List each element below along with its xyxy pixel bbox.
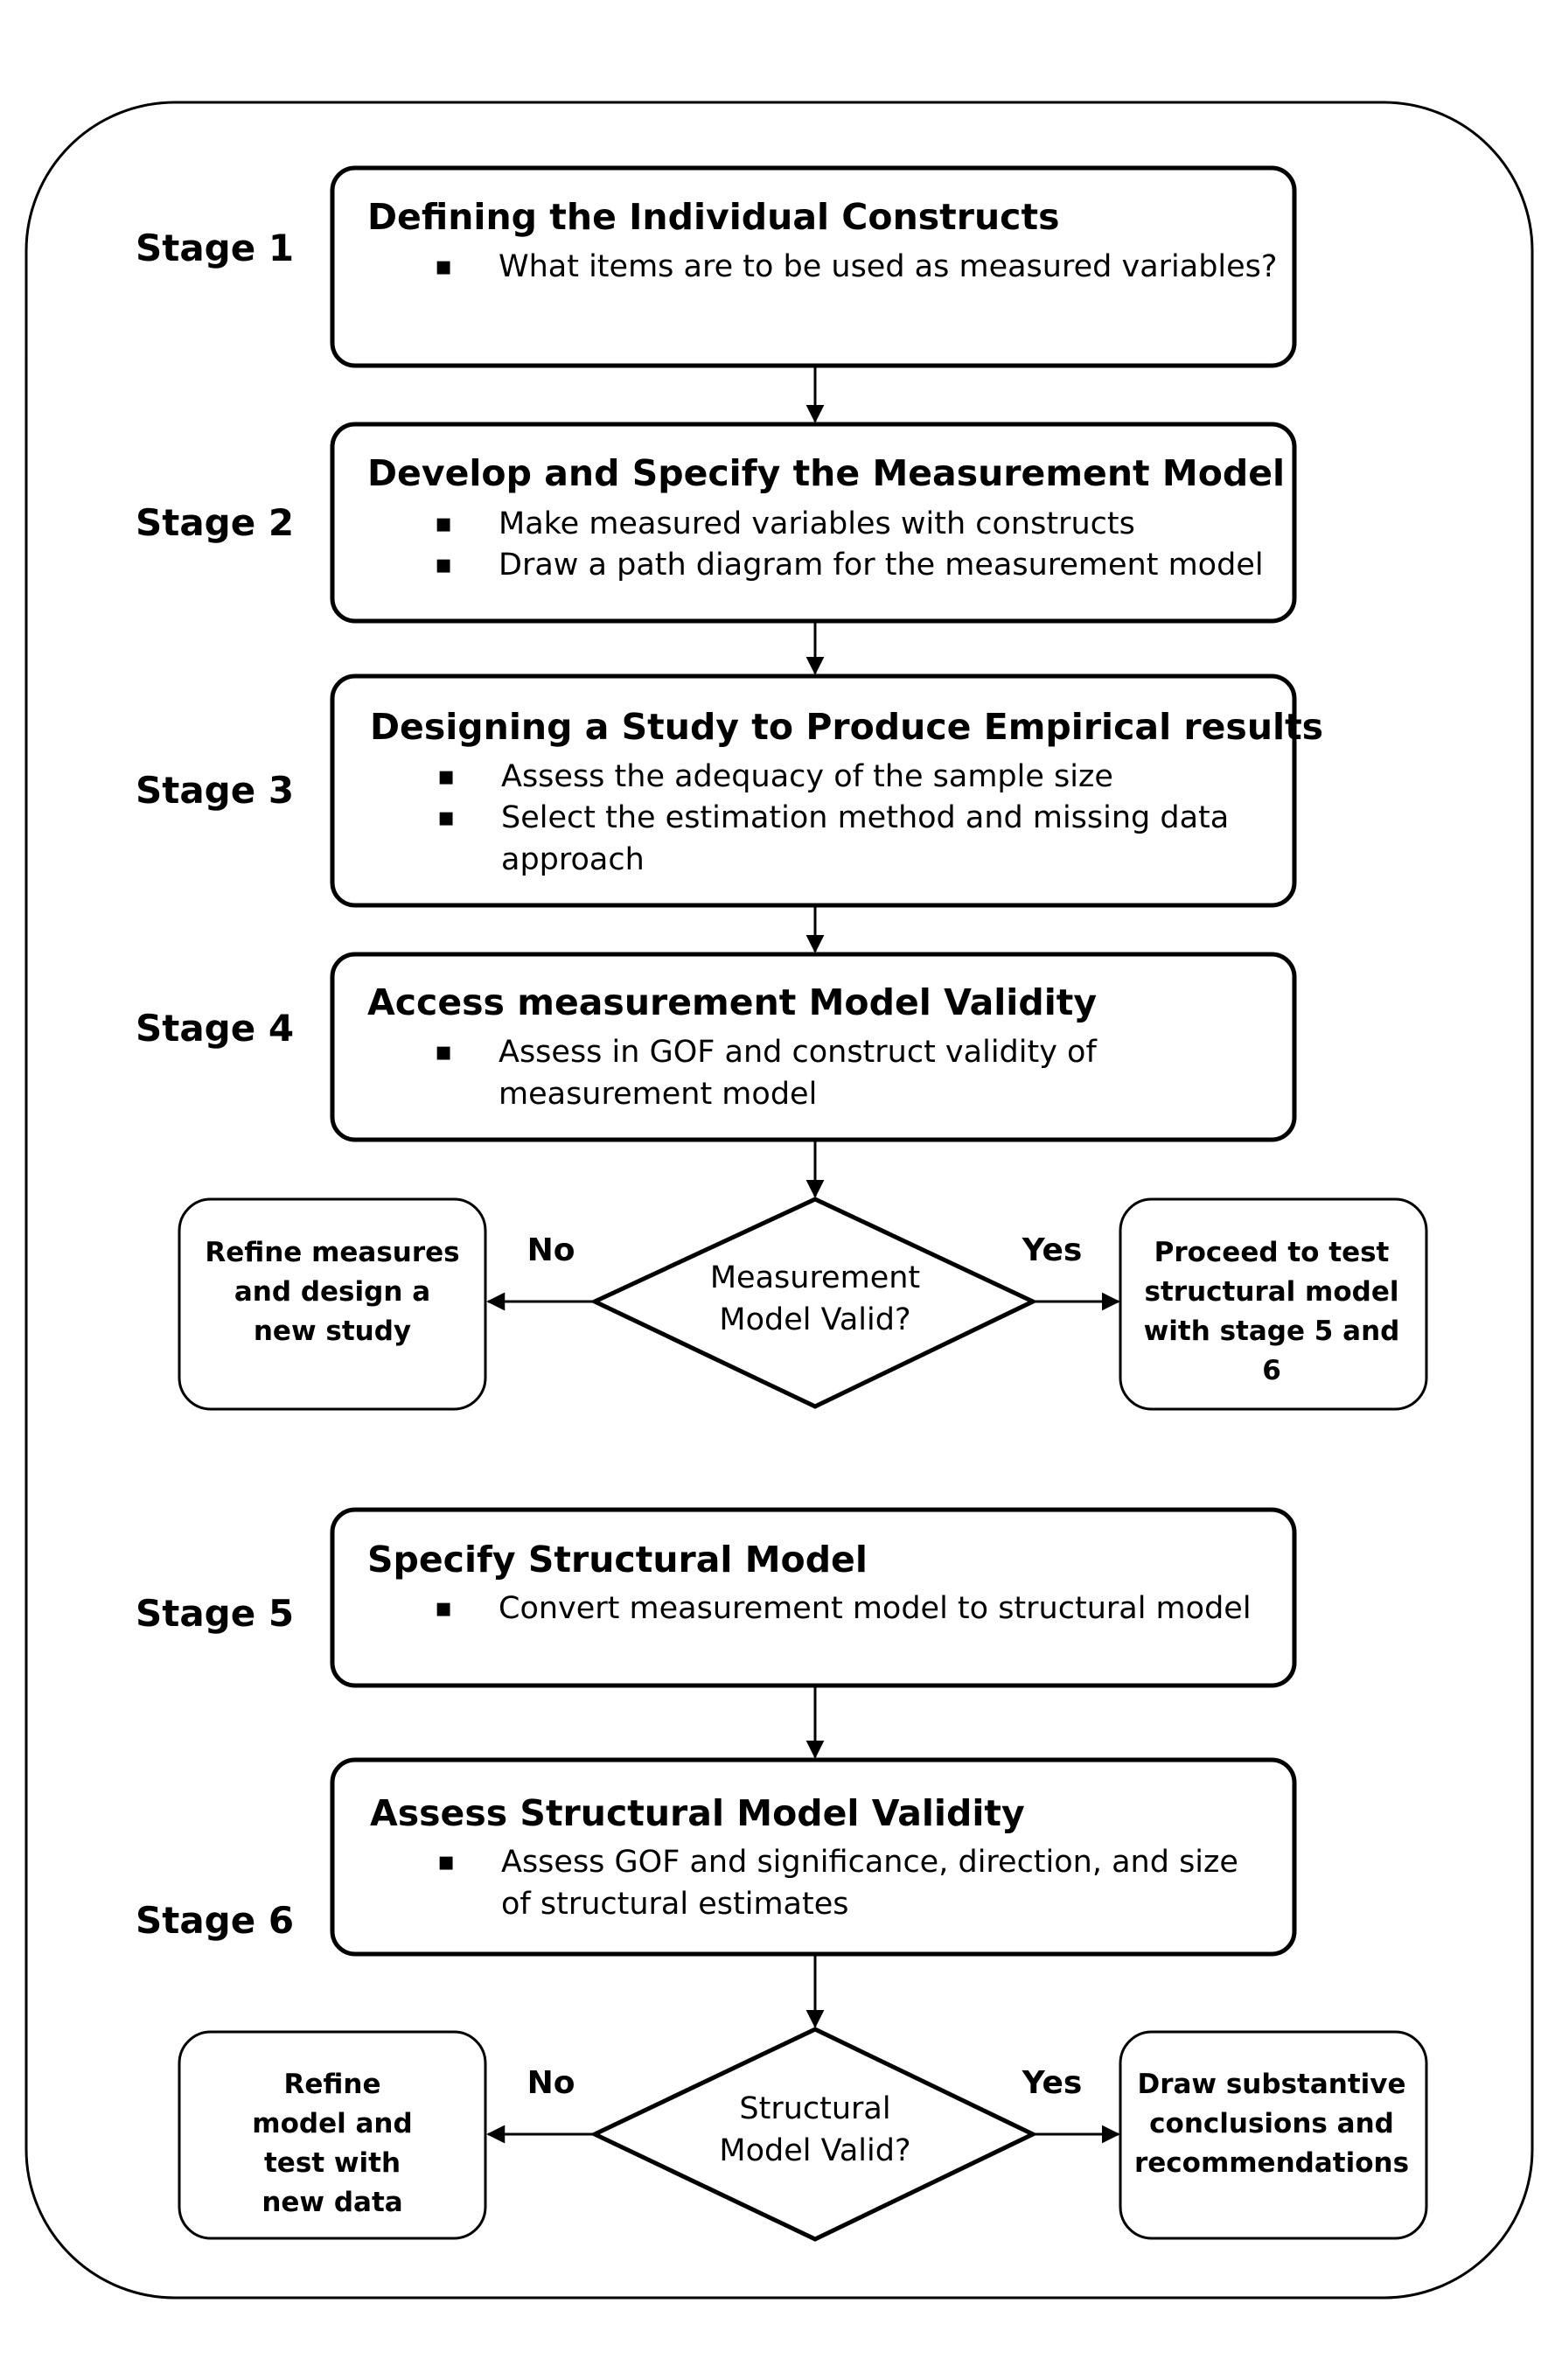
stage-3-label: Stage 3 <box>136 769 294 812</box>
bullet-marker: ▪ <box>435 549 452 580</box>
bullet-marker: ▪ <box>435 1593 452 1623</box>
stage-6-box <box>330 1757 1297 1957</box>
bullet-marker: ▪ <box>435 1036 452 1067</box>
stage-3-bullet: Select the estimation method and missing… <box>501 800 1229 877</box>
bullet-marker: ▪ <box>437 761 455 792</box>
decision-1-yes-label: Yes <box>1022 1232 1083 1268</box>
bullet-marker: ▪ <box>435 508 452 539</box>
decision-1-no-label: No <box>527 1232 575 1268</box>
refine-measures-box <box>178 1197 487 1411</box>
stage-4-box <box>330 952 1297 1142</box>
stage-1-bullet: What items are to be used as measured va… <box>499 249 1277 284</box>
stage-3-title: Designing a Study to Produce Empirical r… <box>370 706 1323 748</box>
stage-2-label: Stage 2 <box>136 501 294 544</box>
stage-3-bullet: Assess the adequacy of the sample size <box>501 759 1113 794</box>
refine-model-box <box>178 2030 487 2240</box>
stage-2-bullet: Make measured variables with constructs <box>499 506 1135 541</box>
stage-3-box <box>330 674 1297 908</box>
structural-decision-diamond <box>589 2027 1038 2242</box>
measurement-decision-diamond <box>589 1197 1038 1409</box>
stage-4-label: Stage 4 <box>136 1007 294 1050</box>
stage-2-box <box>330 422 1297 624</box>
stage-6-label: Stage 6 <box>136 1899 294 1942</box>
bullet-marker: ▪ <box>435 251 452 282</box>
stage-1-label: Stage 1 <box>136 227 294 269</box>
stage-5-box <box>330 1507 1297 1688</box>
proceed-structural-box <box>1119 1197 1428 1411</box>
stage-2-title: Develop and Specify the Measurement Mode… <box>367 452 1285 494</box>
stage-5-bullet: Convert measurement model to structural … <box>499 1591 1252 1626</box>
stage-5-label: Stage 5 <box>136 1592 294 1635</box>
draw-conclusions-box <box>1119 2030 1428 2240</box>
stage-4-title: Access measurement Model Validity <box>367 981 1097 1023</box>
stage-6-title: Assess Structural Model Validity <box>370 1792 1025 1834</box>
bullet-marker: ▪ <box>437 1846 455 1877</box>
decision-2-no-label: No <box>527 2065 575 2101</box>
stage-1-box <box>330 165 1297 368</box>
stage-2-bullet: Draw a path diagram for the measurement … <box>499 548 1264 583</box>
stage-1-title: Defining the Individual Constructs <box>367 196 1059 238</box>
stage-5-title: Specify Structural Model <box>367 1539 868 1581</box>
outer-frame <box>24 101 1534 2300</box>
bullet-marker: ▪ <box>437 802 455 833</box>
decision-2-yes-label: Yes <box>1022 2065 1083 2101</box>
stage-6-bullet: Assess GOF and significance, direction, … <box>501 1845 1238 1922</box>
